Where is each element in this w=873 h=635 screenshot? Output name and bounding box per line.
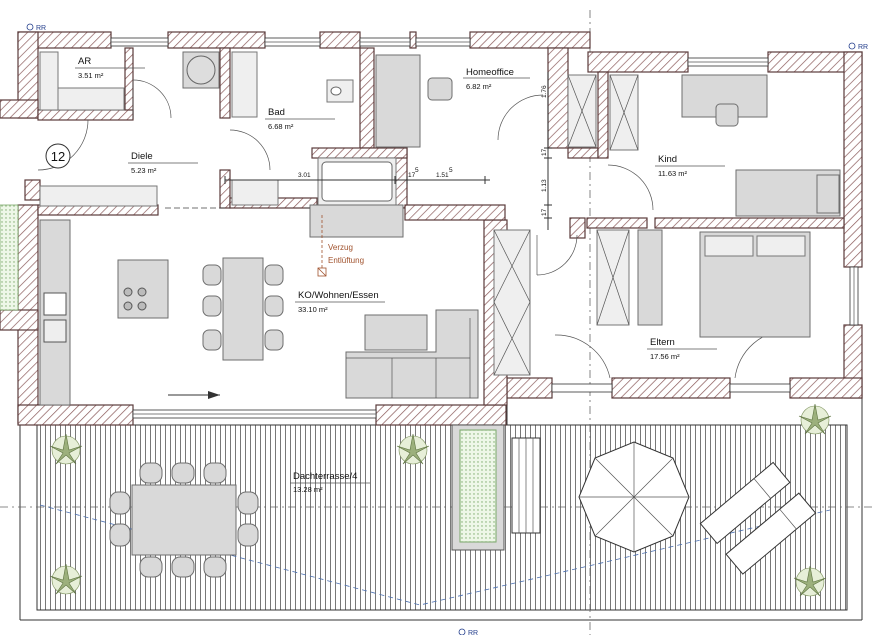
room-area-wohnen: 33.10 m²: [298, 305, 328, 314]
dimension-175-sup: 5: [415, 167, 419, 174]
room-label-terrasse: Dachterrasse/4: [293, 471, 357, 482]
dimension-175b: 17: [541, 148, 548, 156]
plant: [49, 433, 83, 465]
svg-text:RR: RR: [468, 630, 478, 635]
rr-marker-top: RR: [26, 23, 46, 32]
terrace-furniture: [49, 403, 832, 597]
dimension-176: 1.76: [541, 85, 548, 98]
svg-text:RR: RR: [36, 25, 46, 32]
dimension-lines: [165, 72, 552, 277]
note-entlueftung: Entlüftung: [328, 256, 364, 265]
room-area-diele: 5.23 m²: [131, 166, 157, 175]
svg-text:RR: RR: [858, 44, 868, 51]
parasol: [578, 441, 690, 553]
room-label-bad: Bad: [268, 107, 285, 118]
room-label-homeoffice: Homeoffice: [466, 67, 514, 78]
room-label-wohnen: KO/Wohnen/Essen: [298, 290, 379, 301]
office-chair: [427, 77, 453, 101]
room-area-terrasse: 13.28 m²: [293, 485, 323, 494]
wardrobe: [375, 54, 421, 148]
room-area-bad: 6.68 m²: [268, 122, 294, 131]
sunbeds: [699, 461, 817, 575]
dimension-301: 3.01: [298, 172, 311, 179]
room-area-kind: 11.63 m²: [658, 169, 688, 178]
room-label-kind: Kind: [658, 154, 677, 165]
plant: [49, 563, 83, 595]
room-label-diele: Diele: [131, 151, 153, 162]
label-underlines: [75, 67, 725, 484]
storage-shelf: [39, 51, 59, 111]
plant: [396, 433, 430, 465]
dimension-151-sup: 5: [449, 167, 453, 174]
unit-number-circle: [45, 143, 71, 169]
shower: [231, 51, 258, 118]
diele-cabinet: [39, 185, 158, 207]
dimension-1135: 1.13: [541, 179, 548, 192]
dining-table: [222, 257, 264, 361]
unit-number: 12: [51, 149, 65, 164]
rr-marker-right: RR: [848, 42, 868, 51]
walls: [0, 31, 863, 426]
room-label-ar: AR: [78, 56, 91, 67]
doors: [37, 79, 791, 379]
room-area-homeoffice: 6.82 m²: [466, 82, 492, 91]
dimension-151: 1.51: [436, 172, 449, 179]
rr-marker-bottom: RR: [458, 628, 478, 635]
room-area-eltern: 17.56 m²: [650, 352, 680, 361]
terrace-table: [131, 484, 237, 556]
plant: [798, 403, 832, 435]
dimension-175c: 17: [541, 208, 548, 216]
note-verzug: Verzug: [328, 243, 353, 252]
sofa: [345, 309, 479, 399]
windows: [0, 37, 859, 419]
coffee-table: [364, 314, 428, 351]
room-area-ar: 3.51 m²: [78, 71, 104, 80]
room-label-eltern: Eltern: [650, 337, 675, 348]
dimension-175: 17: [408, 172, 416, 179]
plant: [793, 565, 827, 597]
furniture: [39, 51, 841, 406]
